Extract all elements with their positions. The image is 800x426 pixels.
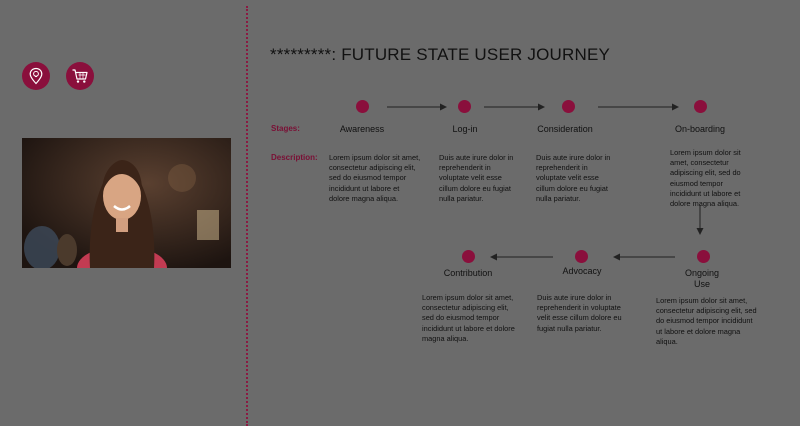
stage-desc-login: Duis aute irure dolor in reprehenderit i… (439, 153, 514, 203)
stage-name-login: Log-in (452, 124, 478, 134)
customer-photo (22, 138, 231, 268)
stage-name-onboarding: On-boarding (674, 124, 726, 134)
stage-dot-ongoing-use (697, 250, 710, 263)
stages-label: Stages: (271, 124, 300, 133)
stage-desc-contribution: Lorem ipsum dolor sit amet, consectetur … (422, 293, 515, 343)
page-title: *********: FUTURE STATE USER JOURNEY (270, 45, 611, 64)
stage-dot-awareness (356, 100, 369, 113)
customer-photo-illustration (22, 138, 231, 268)
stage-dot-onboarding (694, 100, 707, 113)
stage-name-advocacy: Advocacy (562, 266, 602, 276)
stage-name-awareness: Awareness (339, 124, 385, 134)
stage-name-consideration: Consideration (537, 124, 593, 134)
stage-desc-consideration: Duis aute irure dolor in reprehenderit i… (536, 153, 611, 203)
stage-dot-login (458, 100, 471, 113)
shopping-cart-glyph (72, 69, 88, 83)
stage-dot-advocacy (575, 250, 588, 263)
stage-desc-onboarding: Lorem ipsum dolor sit amet, consectetur … (670, 148, 741, 209)
vertical-divider (246, 6, 248, 426)
idea-pin-icon[interactable] (22, 62, 50, 90)
idea-pin-glyph (29, 67, 43, 85)
stage-name-contribution: Contribution (443, 268, 493, 278)
stage-desc-advocacy: Duis aute irure dolor in reprehenderit i… (537, 293, 622, 333)
stage-dot-consideration (562, 100, 575, 113)
stage-desc-awareness: Lorem ipsum dolor sit amet, consectetur … (329, 153, 421, 203)
stage-name-ongoing-use: Ongoing Use (684, 268, 720, 289)
shopping-cart-icon[interactable] (66, 62, 94, 90)
stage-dot-contribution (462, 250, 475, 263)
stage-desc-ongoing-use: Lorem ipsum dolor sit amet, consectetur … (656, 296, 757, 346)
description-label: Description: (271, 153, 318, 162)
